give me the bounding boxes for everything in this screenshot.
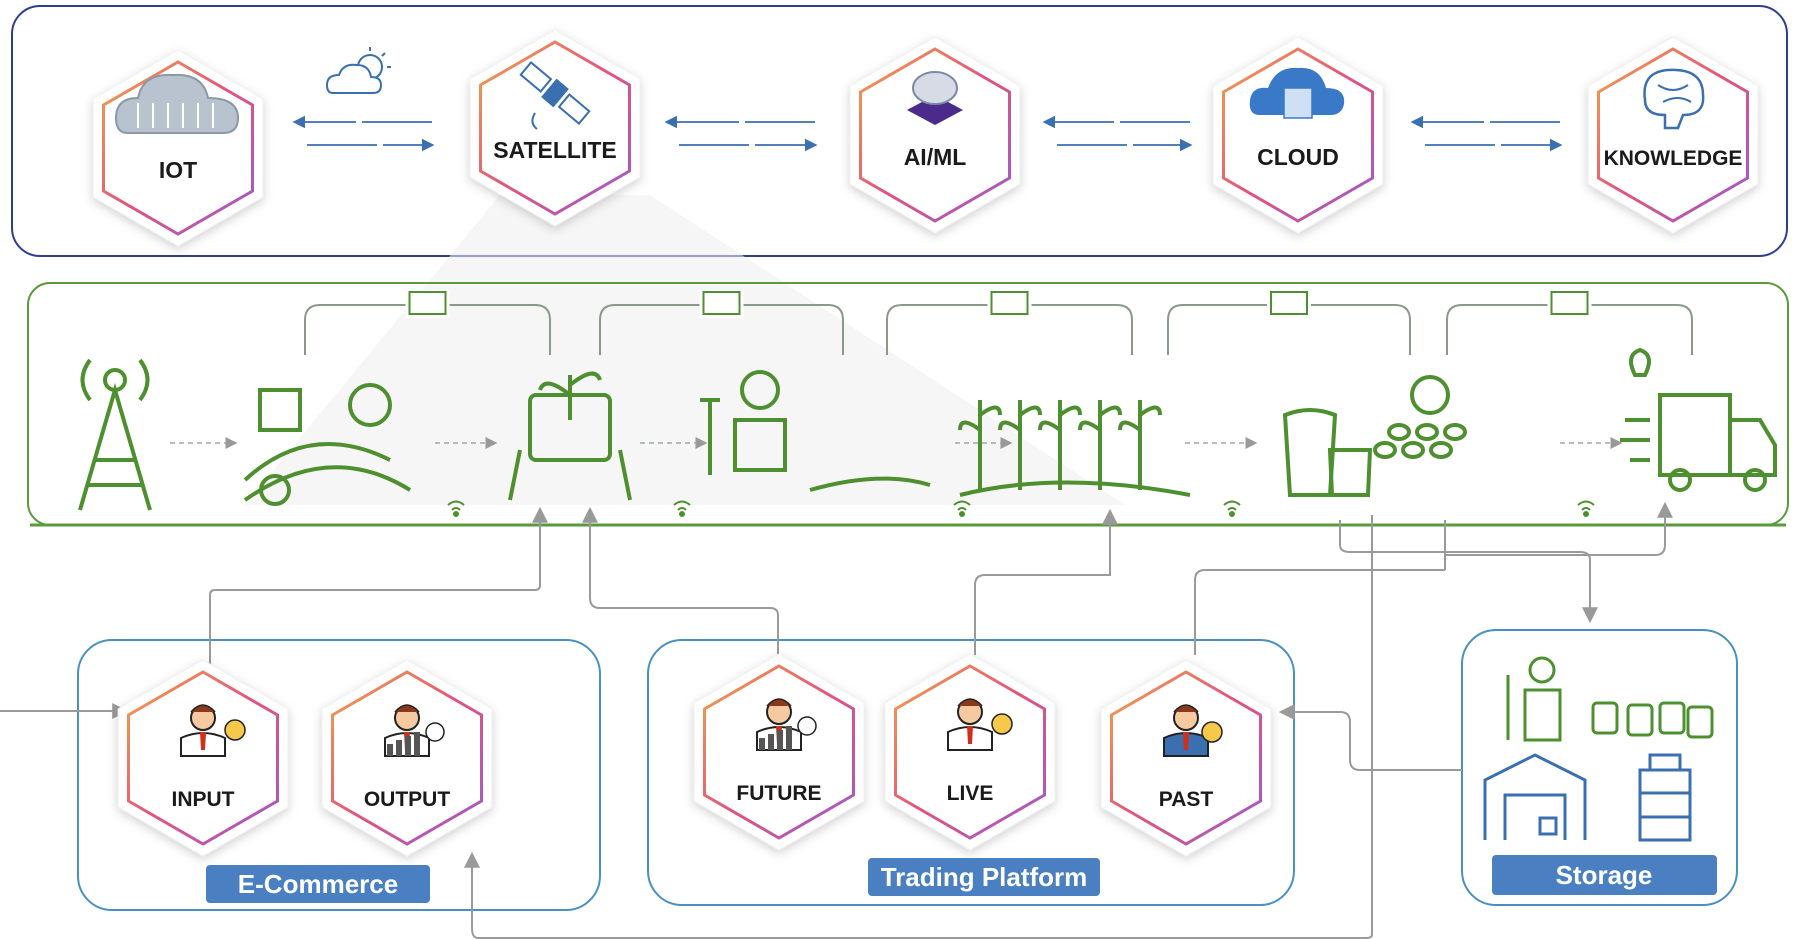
trading-label-live: LIVE: [947, 782, 994, 805]
trading-label-past: PAST: [1159, 788, 1214, 811]
person-idea-icon: [947, 698, 1013, 751]
ecommerce-node-output: [321, 659, 493, 857]
storage-label-pill: Storage: [1492, 855, 1717, 895]
storage-label: Storage: [1556, 860, 1653, 890]
person-chart-icon: [756, 698, 817, 751]
ecommerce-node-input: [117, 659, 289, 857]
tech-link-1: [292, 115, 435, 152]
wifi-icon: [953, 500, 971, 517]
plant-tablet-icon: [508, 371, 632, 501]
trading-label: Trading Platform: [881, 862, 1088, 892]
tech-link-2: [664, 115, 818, 152]
shelf-icon: [1638, 753, 1692, 842]
flow-connectors: [0, 501, 1673, 939]
tech-label-cloud: CLOUD: [1257, 144, 1339, 170]
trading-node-future: [693, 653, 865, 851]
satellite-view-cone: [245, 195, 1125, 505]
wifi-icon: [1223, 500, 1241, 517]
delivery-truck-icon: [1620, 347, 1777, 492]
wifi-icon: [1577, 500, 1595, 517]
tech-label-aiml: AI/ML: [904, 144, 967, 170]
sacks-beans-icon: [1282, 375, 1467, 497]
crop-field-icon: [958, 400, 1191, 497]
ecommerce-label: E-Commerce: [238, 869, 398, 899]
sun-cloud-icon: [325, 47, 391, 94]
person-idea-icon: [180, 704, 246, 757]
tech-label-satellite: SATELLITE: [493, 137, 617, 163]
trading-label-pill: Trading Platform: [868, 858, 1100, 896]
person-chart-icon: [384, 704, 445, 757]
stage-mini-icon: [1550, 291, 1589, 315]
tech-node-satellite: [469, 29, 641, 227]
stage-mini-icon: [990, 291, 1029, 315]
tech-node-aiml: [849, 36, 1021, 234]
radio-tower-icon: [78, 358, 152, 511]
cloud-server-icon: [1249, 67, 1345, 119]
tech-label-iot: IOT: [159, 157, 197, 183]
circuit-cloud-icon: [114, 73, 240, 134]
storage-panel: [1461, 629, 1738, 906]
farm-tractor-icon: [243, 383, 412, 506]
trading-node-live: [884, 653, 1056, 851]
wifi-icon: [673, 500, 691, 517]
trading-label-future: FUTURE: [736, 782, 821, 805]
stage-mini-icon: [1270, 291, 1308, 315]
farmer-drone-icon: [700, 370, 931, 492]
trading-node-past: [1100, 659, 1272, 857]
brain-icon: [1643, 68, 1705, 130]
brain-chip-icon: [907, 71, 963, 125]
sacks-icon: [1591, 701, 1714, 739]
stage-mini-icon: [408, 291, 447, 315]
farmer-icon: [1506, 656, 1562, 742]
ecommerce-label-output: OUTPUT: [364, 788, 451, 811]
person-coin-icon: [1163, 704, 1223, 757]
tech-node-cloud: [1212, 36, 1384, 234]
satellite-icon: [519, 61, 591, 130]
tech-label-knowledge: KNOWLEDGE: [1604, 147, 1743, 170]
tech-link-4: [1410, 115, 1563, 152]
warehouse-icon: [1483, 753, 1587, 840]
storage-icons: [1483, 656, 1714, 842]
ecommerce-label-input: INPUT: [172, 788, 235, 811]
tech-link-3: [1042, 115, 1193, 152]
wifi-icon: [447, 500, 465, 517]
tech-node-knowledge: [1587, 36, 1759, 234]
ecommerce-label-pill: E-Commerce: [206, 865, 430, 903]
stage-mini-icon: [702, 291, 741, 315]
